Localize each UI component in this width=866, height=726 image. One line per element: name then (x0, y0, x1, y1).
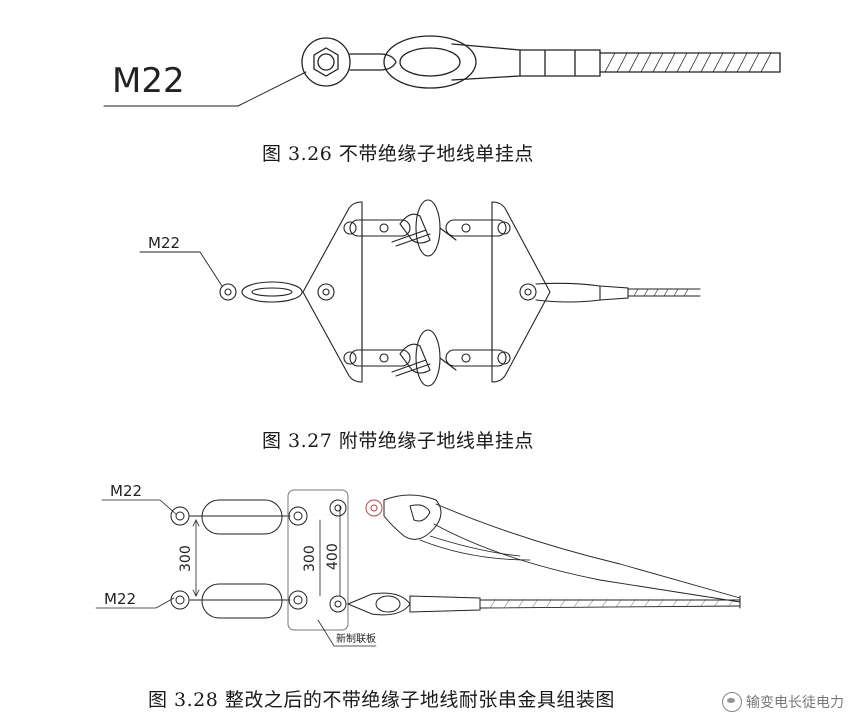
wechat-icon (722, 692, 742, 712)
watermark-text: 输变电长徒电力 (746, 695, 844, 711)
fig28-dim-400: 400 (325, 543, 341, 570)
fig27-label-m22: M22 (148, 234, 180, 252)
figure-3-27-caption: 图 3.27 附带绝缘子地线单挂点 (262, 430, 534, 452)
fig26-label-m22: M22 (112, 61, 185, 101)
fig28-dim-300-left: 300 (178, 545, 194, 572)
fig28-dim-300-right: 300 (302, 545, 318, 572)
fig28-label-m22-bottom: M22 (104, 590, 136, 608)
fig28-label-m22-top: M22 (110, 482, 142, 500)
watermark: 输变电长徒电力 (722, 692, 844, 712)
figure-3-28-caption: 图 3.28 整改之后的不带绝缘子地线耐张串金具组装图 (148, 689, 615, 711)
figure-3-28-drawing: M22 M22 300 400 300 新制联板 (95, 482, 741, 647)
figure-3-27-drawing: M22 (139, 199, 701, 387)
figure-3-26-drawing: M22 (103, 35, 781, 107)
fig28-label-new-plate: 新制联板 (336, 632, 376, 645)
figure-3-26-caption: 图 3.26 不带绝缘子地线单挂点 (262, 143, 534, 165)
